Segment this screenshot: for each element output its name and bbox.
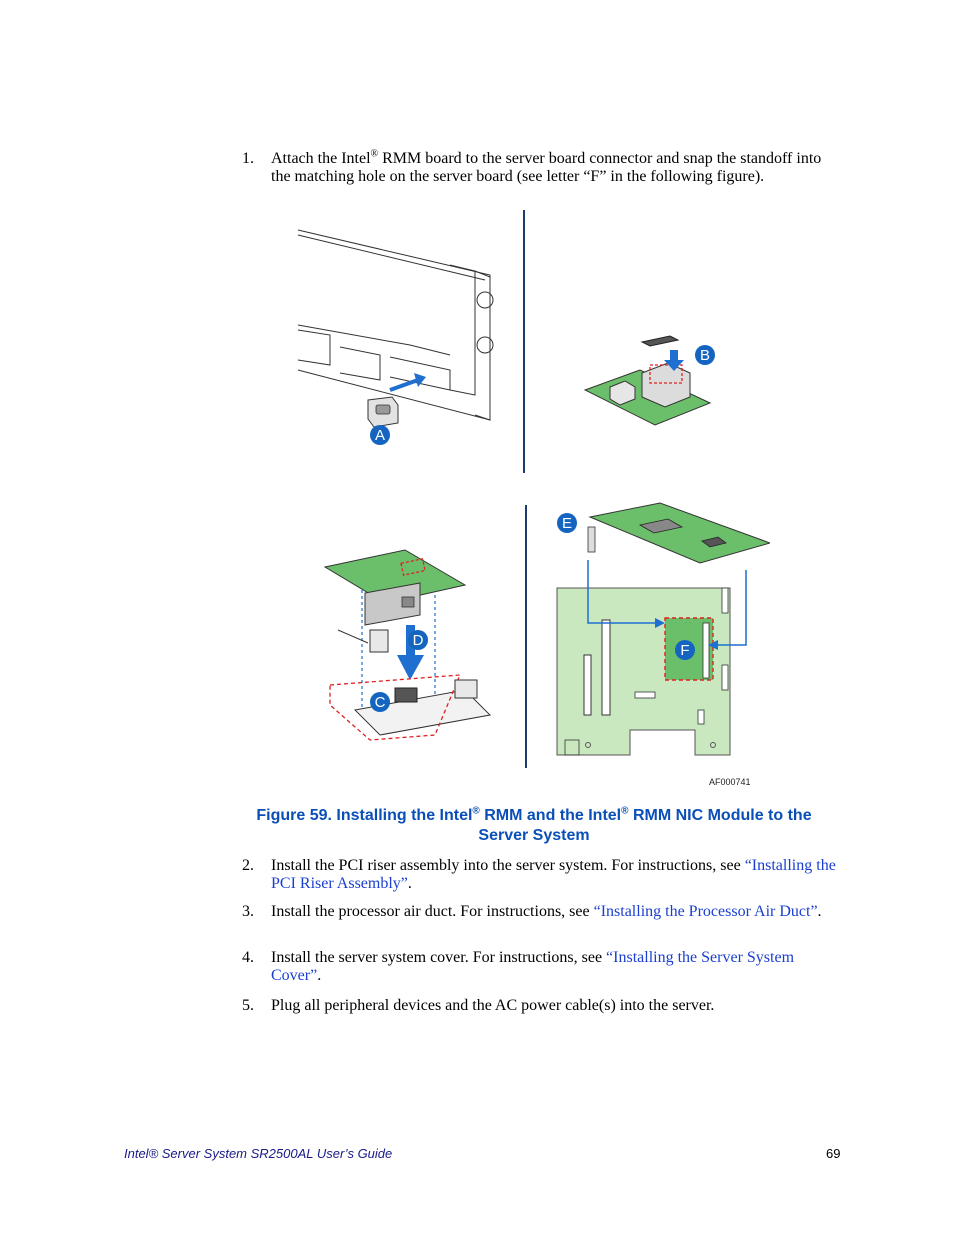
callout-f: F <box>675 640 695 660</box>
panel-cd-assembly <box>323 549 492 741</box>
step-number: 4. <box>242 949 254 966</box>
step-number: 1. <box>242 150 254 167</box>
link-installing-pci-riser[interactable]: “Installing the PCI Riser Assembly” <box>271 857 836 892</box>
link-installing-cover[interactable]: “Installing the Server System Cover” <box>271 949 795 984</box>
callout-e: E <box>557 513 577 533</box>
callout-c: C <box>370 692 390 712</box>
step-number: 5. <box>242 997 254 1014</box>
panel-ef-motherboard <box>556 502 770 756</box>
callout-d: D <box>408 630 428 650</box>
step-text: Plug all peripheral devices and the AC p… <box>271 997 715 1014</box>
callout-b: B <box>695 345 715 365</box>
svg-text:A: A <box>375 427 385 444</box>
footer-title: Intel® Server System SR2500AL User’s Gui… <box>124 1146 393 1161</box>
panel-a-chassis <box>297 229 494 421</box>
page-number: 69 <box>826 1146 841 1161</box>
panel-b-board <box>583 335 712 426</box>
figure-caption: Figure 59. Installing the Intel® RMM and… <box>180 806 888 846</box>
svg-text:C: C <box>375 694 386 711</box>
caption-line-2: Server System <box>478 827 590 844</box>
svg-text:D: D <box>413 632 424 649</box>
installation-figure: A B C D E F <box>297 210 770 768</box>
step-number: 3. <box>242 903 254 920</box>
svg-text:B: B <box>700 347 710 364</box>
link-installing-air-duct[interactable]: “Installing the Processor Air Duct” <box>593 903 818 920</box>
step-text: Install the processor air duct. For inst… <box>271 903 822 920</box>
figure-code: AF000741 <box>709 777 751 787</box>
callout-a: A <box>370 425 390 445</box>
step-text: Install the PCI riser assembly into the … <box>271 857 836 892</box>
svg-text:E: E <box>562 515 572 532</box>
step-number: 2. <box>242 857 254 874</box>
svg-text:F: F <box>680 642 689 659</box>
step-text: Install the server system cover. For ins… <box>271 949 795 984</box>
caption-line-1: Figure 59. Installing the Intel® RMM and… <box>256 805 812 824</box>
step-text: Attach the Intel® RMM board to the serve… <box>271 148 822 185</box>
panel-a-module <box>367 373 426 428</box>
